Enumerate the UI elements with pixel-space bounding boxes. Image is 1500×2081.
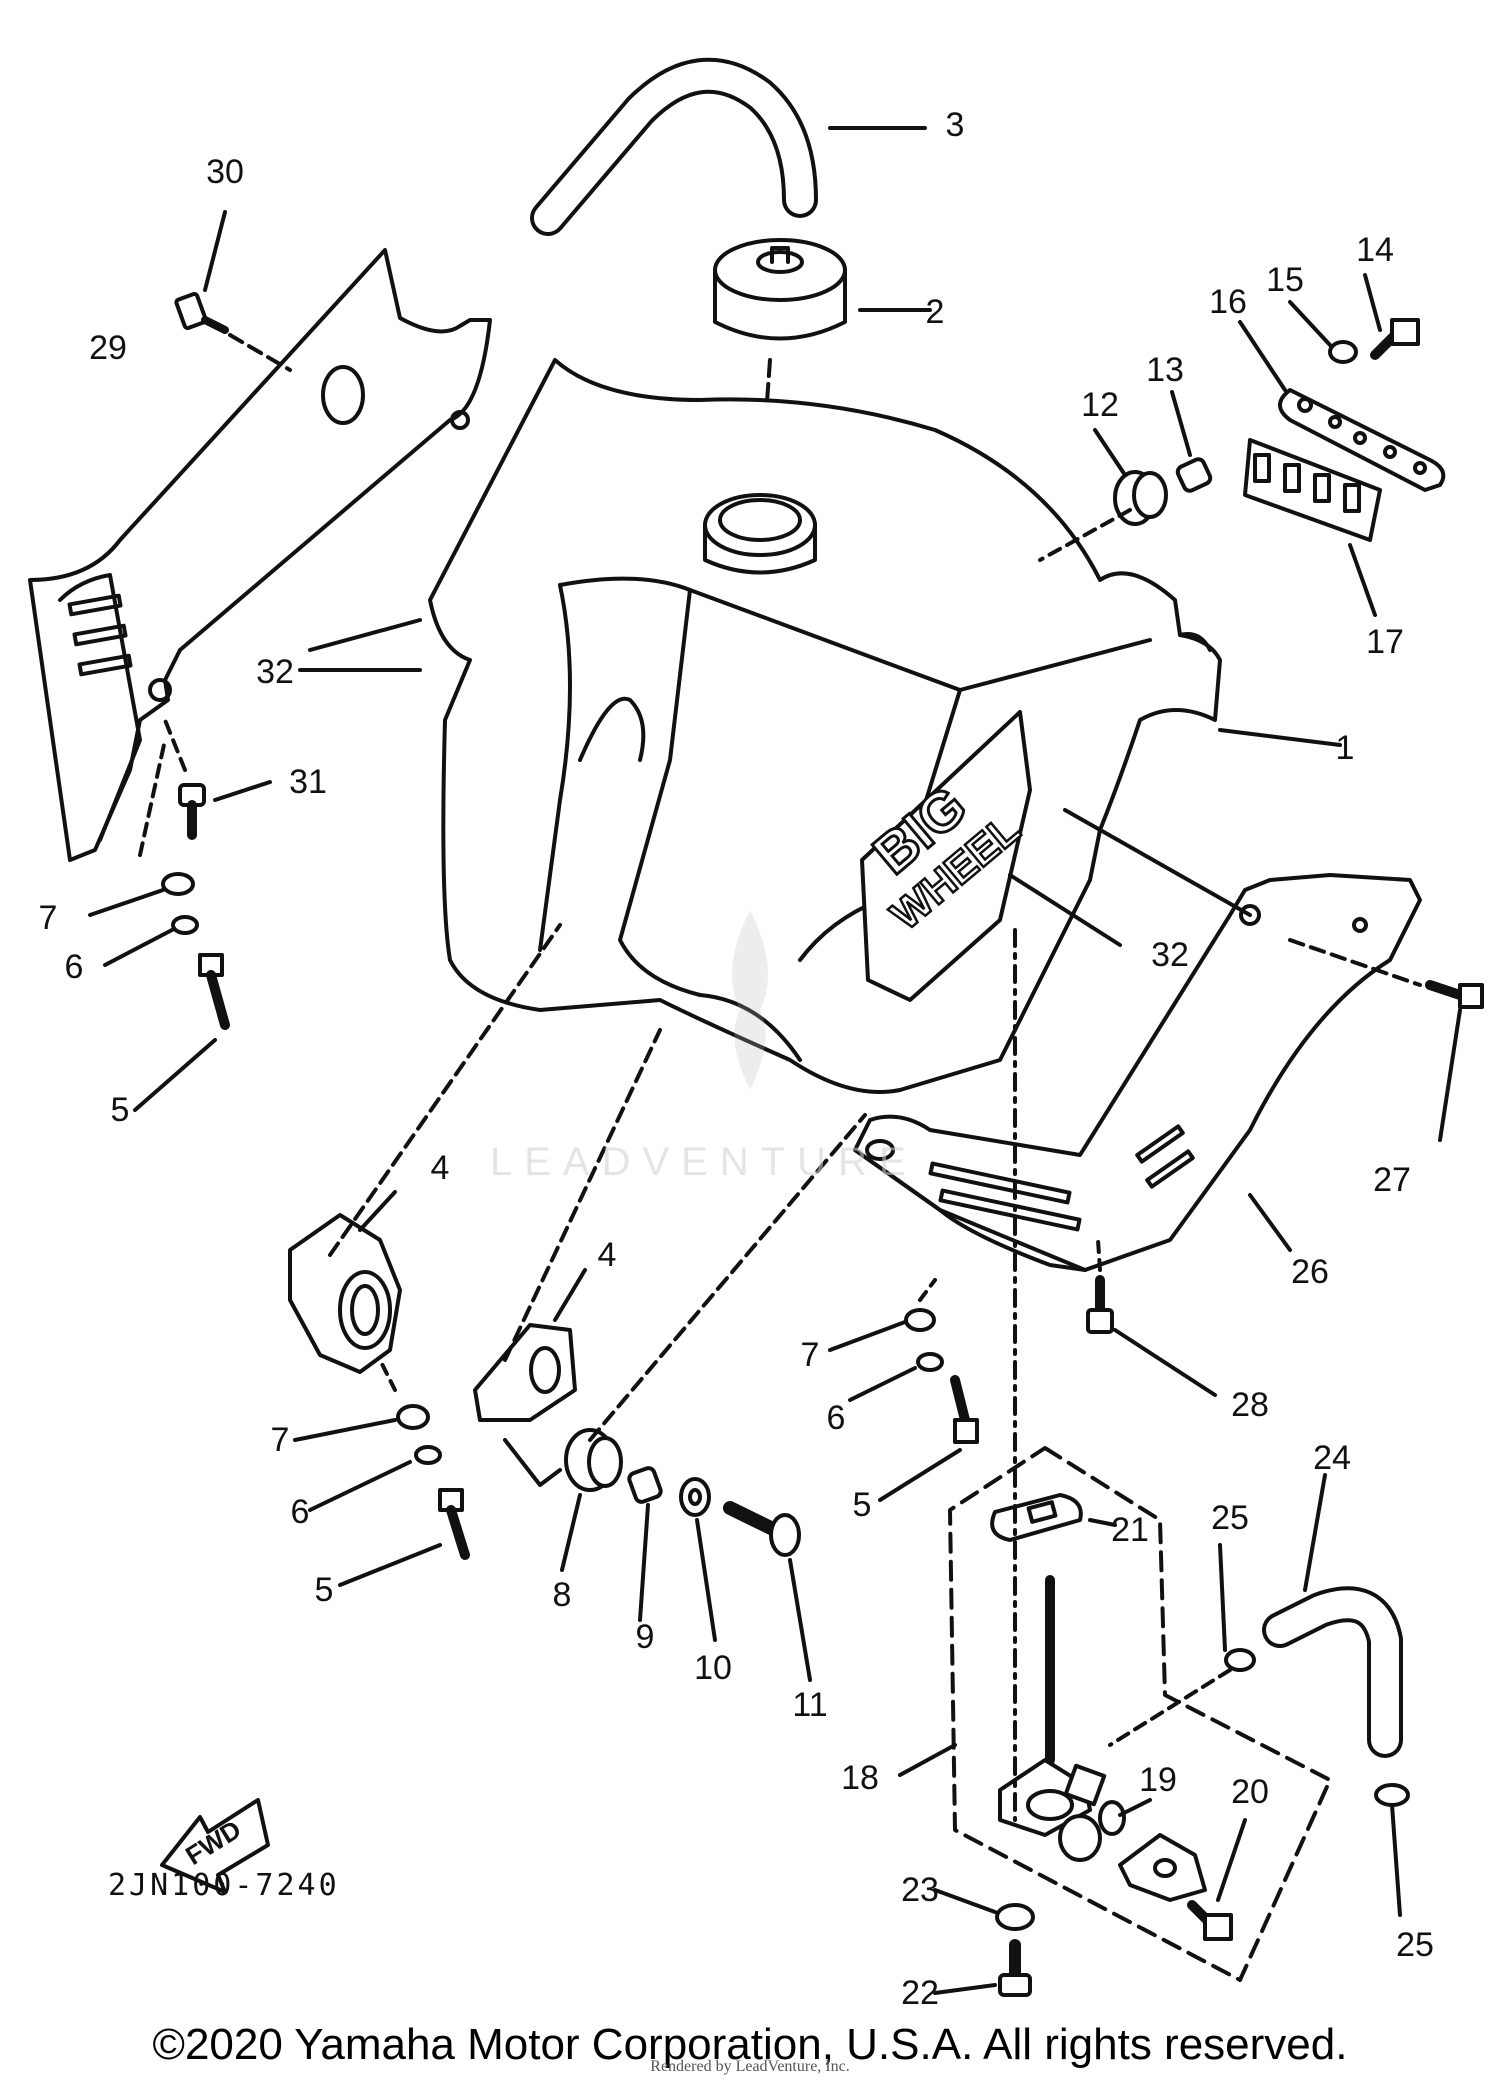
vent-hose — [530, 57, 818, 236]
part-number-label: 14 — [1356, 231, 1394, 269]
fuel-petcock — [998, 1575, 1107, 1862]
plate-16 — [1278, 388, 1446, 492]
bolt-5-left-lower — [438, 1488, 470, 1560]
copyright-notice: ©2020 Yamaha Motor Corporation, U.S.A. A… — [152, 2020, 1348, 2069]
part-number-label: 4 — [430, 1149, 450, 1187]
part-number-label: 32 — [1151, 936, 1189, 974]
bolt-27 — [1425, 980, 1484, 1009]
big-wheel-decal — [860, 710, 1032, 1002]
screw-31 — [178, 783, 206, 840]
washer-6-left-upper — [171, 915, 199, 935]
diagram-code: 2JN100-7240 — [108, 1868, 340, 1903]
bracket-4-right — [473, 1323, 577, 1422]
part-number-label: 5 — [314, 1571, 334, 1609]
part-number-label: 6 — [826, 1399, 846, 1437]
part-number-label: 26 — [1291, 1253, 1329, 1291]
part-number-label: 1 — [1335, 729, 1355, 767]
grommet-8 — [564, 1428, 623, 1492]
watermark-logo-icon — [732, 910, 768, 1090]
part-number-label: 10 — [694, 1649, 732, 1687]
part-number-label: 3 — [945, 106, 965, 144]
fuel-tank — [428, 358, 1222, 1094]
part-number-label: 7 — [270, 1421, 290, 1459]
part-number-label: 29 — [89, 329, 127, 367]
bracket-4-left — [288, 1213, 402, 1374]
part-number-label: 7 — [800, 1336, 820, 1374]
washer-7-left-lower — [396, 1404, 430, 1430]
part-number-label: 4 — [597, 1236, 617, 1274]
part-number-label: 7 — [38, 899, 58, 937]
part-number-label: 2 — [925, 293, 945, 331]
part-number-label: 20 — [1231, 1773, 1269, 1811]
washer-6-right — [916, 1352, 944, 1372]
part-number-label: 28 — [1231, 1386, 1269, 1424]
gasket-21 — [990, 1493, 1083, 1542]
part-number-label: 17 — [1366, 623, 1404, 661]
part-number-label: 15 — [1266, 261, 1304, 299]
part-number-label: 5 — [852, 1486, 872, 1524]
washer-10 — [679, 1477, 711, 1517]
petcock-group-box — [948, 1446, 1332, 1982]
washer-23 — [995, 1903, 1035, 1931]
part-number-label: 12 — [1081, 386, 1119, 424]
part-number-label: 6 — [290, 1493, 310, 1531]
left-side-cover — [28, 248, 492, 862]
part-number-label: 27 — [1373, 1161, 1411, 1199]
bolt-11 — [723, 1501, 801, 1557]
bolt-22 — [998, 1939, 1032, 1997]
part-number-label: 25 — [1211, 1499, 1249, 1537]
washer-7-right — [904, 1308, 936, 1332]
washer-6-left-lower — [414, 1445, 442, 1465]
screw-20 — [1187, 1900, 1233, 1941]
collar-9 — [627, 1466, 663, 1504]
fwd-arrow — [160, 1798, 270, 1894]
part-number-label: 22 — [901, 1974, 939, 2012]
bolt-30 — [174, 291, 229, 334]
collar-13 — [1175, 457, 1213, 493]
bolt-5-left-upper — [198, 953, 230, 1030]
part-number-label: 31 — [289, 763, 327, 801]
fuel-hose-24 — [1262, 1586, 1403, 1758]
part-number-label: 5 — [110, 1091, 130, 1129]
part-number-label: 16 — [1209, 283, 1247, 321]
fuel-cap — [713, 238, 847, 341]
lever-plate-20 — [1118, 1833, 1207, 1902]
part-number-label: 24 — [1313, 1439, 1351, 1477]
washer-7-left-upper — [161, 872, 195, 896]
screw-28 — [1086, 1275, 1114, 1334]
right-side-cover — [853, 873, 1422, 1272]
o-ring-19 — [1098, 1800, 1126, 1836]
washer-15 — [1328, 340, 1358, 364]
damper-17 — [1243, 438, 1382, 542]
part-number-label: 9 — [635, 1618, 655, 1656]
part-number-label: 11 — [792, 1686, 828, 1724]
part-number-label: 18 — [841, 1759, 879, 1797]
part-number-label: 23 — [901, 1871, 939, 1909]
watermark: LEADVENTURE — [490, 1140, 918, 1184]
part-number-label: 21 — [1111, 1511, 1149, 1549]
part-number-label: 6 — [64, 948, 84, 986]
part-number-label: 19 — [1139, 1761, 1177, 1799]
rendered-by-notice: Rendered by LeadVenture, Inc. — [650, 2058, 850, 2075]
hose-clip-25-upper — [1224, 1648, 1256, 1672]
part-number-label: 30 — [206, 153, 244, 191]
hose-clip-25-lower — [1374, 1783, 1410, 1807]
part-number-label: 32 — [256, 653, 294, 691]
part-number-label: 25 — [1396, 1926, 1434, 1964]
part-number-label: 13 — [1146, 351, 1184, 389]
bolt-5-right — [950, 1375, 979, 1444]
part-number-label: 8 — [552, 1576, 572, 1614]
bolt-14 — [1370, 318, 1420, 360]
